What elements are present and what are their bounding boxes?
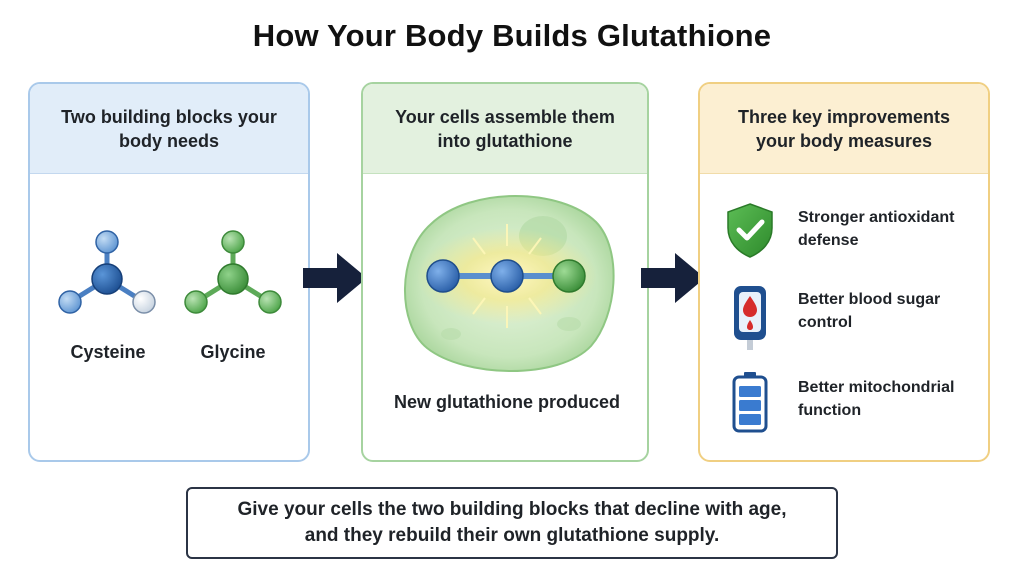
glycine-label: Glycine bbox=[200, 342, 266, 362]
summary-line: Give your cells the two building blocks … bbox=[237, 499, 787, 520]
glutathione-produced-label: New glutathione produced bbox=[393, 392, 620, 412]
arrow-right-icon bbox=[641, 253, 705, 303]
cysteine-label: Cysteine bbox=[70, 342, 146, 362]
cysteine-molecule-icon bbox=[58, 230, 156, 314]
assembly-heading: Your cells assemble them into glutathion… bbox=[363, 84, 647, 174]
benefit-item: Better mitochondrial function bbox=[720, 370, 970, 433]
assembly-panel: Your cells assemble them into glutathion… bbox=[361, 82, 649, 462]
benefit-item: Better blood sugar control bbox=[720, 282, 970, 350]
summary-box: Give your cells the two building blocks … bbox=[186, 487, 838, 559]
glucose-meter-icon bbox=[734, 286, 766, 350]
battery-icon bbox=[732, 372, 768, 433]
benefit-item: Stronger antioxidant defense bbox=[720, 200, 970, 260]
page-title: How Your Body Builds Glutathione bbox=[252, 18, 772, 53]
summary-line: and they rebuild their own glutathione s… bbox=[304, 525, 720, 546]
improvements-panel: Three key improvements your body measure… bbox=[698, 82, 990, 462]
glycine-molecule-icon bbox=[184, 230, 282, 314]
arrow-right-icon bbox=[303, 253, 367, 303]
cell-with-glutathione-icon bbox=[404, 195, 615, 372]
building-blocks-heading: Two building blocks your body needs bbox=[30, 84, 308, 174]
building-blocks-panel: Two building blocks your body needs Cyst… bbox=[28, 82, 310, 462]
improvements-heading: Three key improvements your body measure… bbox=[700, 84, 988, 174]
shield-check-icon bbox=[727, 203, 773, 258]
